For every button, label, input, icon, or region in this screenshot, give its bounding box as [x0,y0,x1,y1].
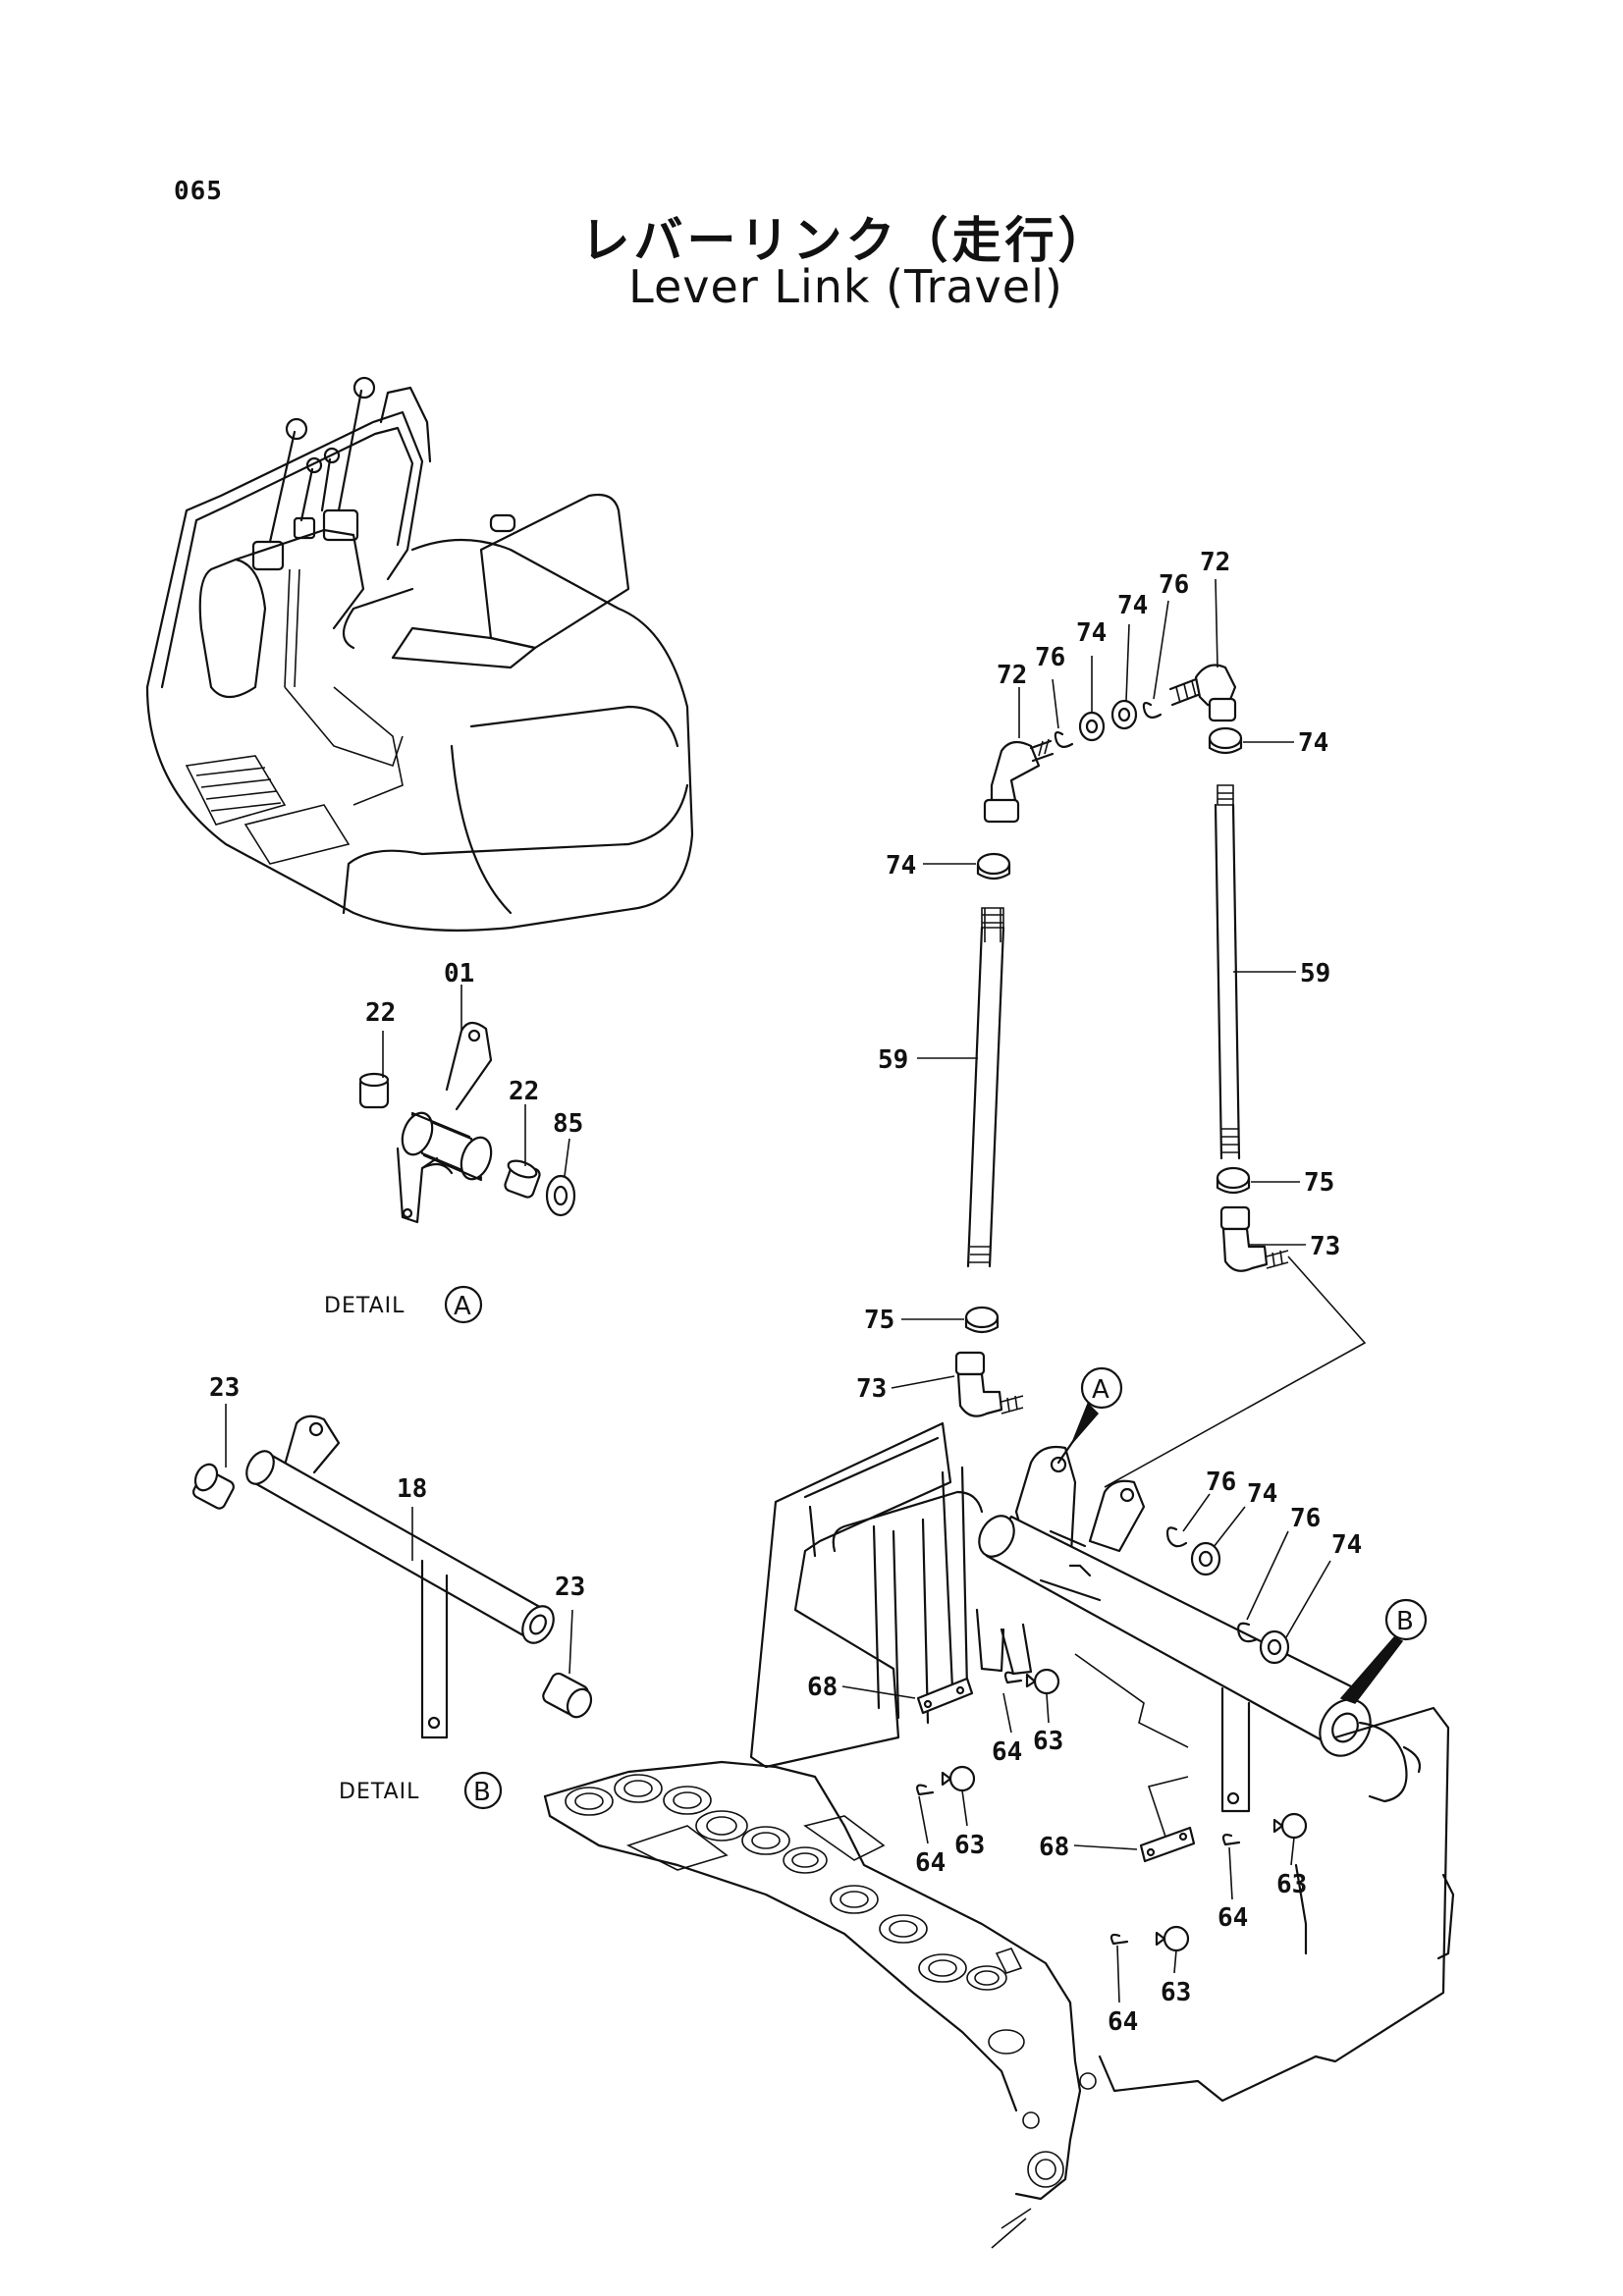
callout-63-upper: 63 [1033,1727,1063,1756]
callout-63-lower: 63 [1161,1978,1191,2007]
detail-b-shaft-assembly [191,1404,593,1739]
callout-68-right: 68 [1039,1833,1069,1862]
callout-64-right: 64 [1217,1903,1248,1933]
control-valve [543,1760,1097,2249]
marker-a [1056,1366,1123,1465]
callout-72-left: 72 [997,661,1027,690]
callout-64-upper: 64 [992,1737,1022,1767]
callout-76-left: 76 [1035,643,1065,672]
callout-64-lower: 64 [1108,2007,1138,2037]
callout-74-right: 74 [1117,591,1148,620]
callout-74-upper: 74 [1247,1479,1277,1509]
page-title-english: Lever Link (Travel) [628,260,1063,313]
callout-63-middle: 63 [954,1831,985,1860]
callout-64-middle: 64 [915,1848,946,1878]
callout-76-upper: 76 [1206,1468,1236,1497]
callout-01: 01 [444,959,474,988]
callout-74-right-rod: 74 [1298,728,1328,758]
page-title-japanese: レバーリンク（走行） [580,212,1111,269]
travel-linkage-rods [954,664,1367,1488]
detail-b-letter: B [473,1778,491,1807]
callout-74-lower: 74 [1331,1530,1362,1560]
callout-75-left: 75 [864,1306,894,1335]
callout-18: 18 [397,1474,427,1504]
callout-85: 85 [553,1109,583,1139]
marker-b [1339,1598,1428,1704]
callout-76-lower: 76 [1290,1504,1321,1533]
marker-a-letter: A [1092,1375,1109,1405]
page-number: 065 [174,177,223,206]
callout-73-right: 73 [1310,1232,1340,1261]
machine-overview [145,376,694,932]
callout-73-left: 73 [856,1374,887,1404]
detail-a-letter: A [454,1292,471,1321]
detail-b-label: DETAIL [339,1780,419,1804]
callout-59-left: 59 [878,1045,908,1075]
callout-74-left: 74 [1076,618,1107,648]
lower-leaders [841,1493,1331,2003]
detail-a-label: DETAIL [324,1294,405,1318]
detail-a-circle [444,1285,483,1324]
callout-75-right: 75 [1304,1168,1334,1198]
detail-b-circle [463,1771,503,1810]
callout-23-left: 23 [209,1373,240,1403]
callout-76-right: 76 [1159,570,1189,600]
callout-74-left-rod: 74 [886,851,916,881]
marker-b-letter: B [1396,1607,1414,1636]
callout-22-right: 22 [509,1077,539,1106]
callout-59-right: 59 [1300,959,1330,988]
callout-63-right: 63 [1276,1870,1307,1899]
callout-72-right: 72 [1200,548,1230,577]
lower-frame-assembly [749,1421,1455,2103]
upper-leaders [891,578,1306,1389]
callout-23-right: 23 [555,1573,585,1602]
hardware [916,1526,1308,1952]
detail-a-lever-assembly [358,985,576,1224]
callout-68-left: 68 [807,1673,838,1702]
callout-22-left: 22 [365,998,396,1028]
